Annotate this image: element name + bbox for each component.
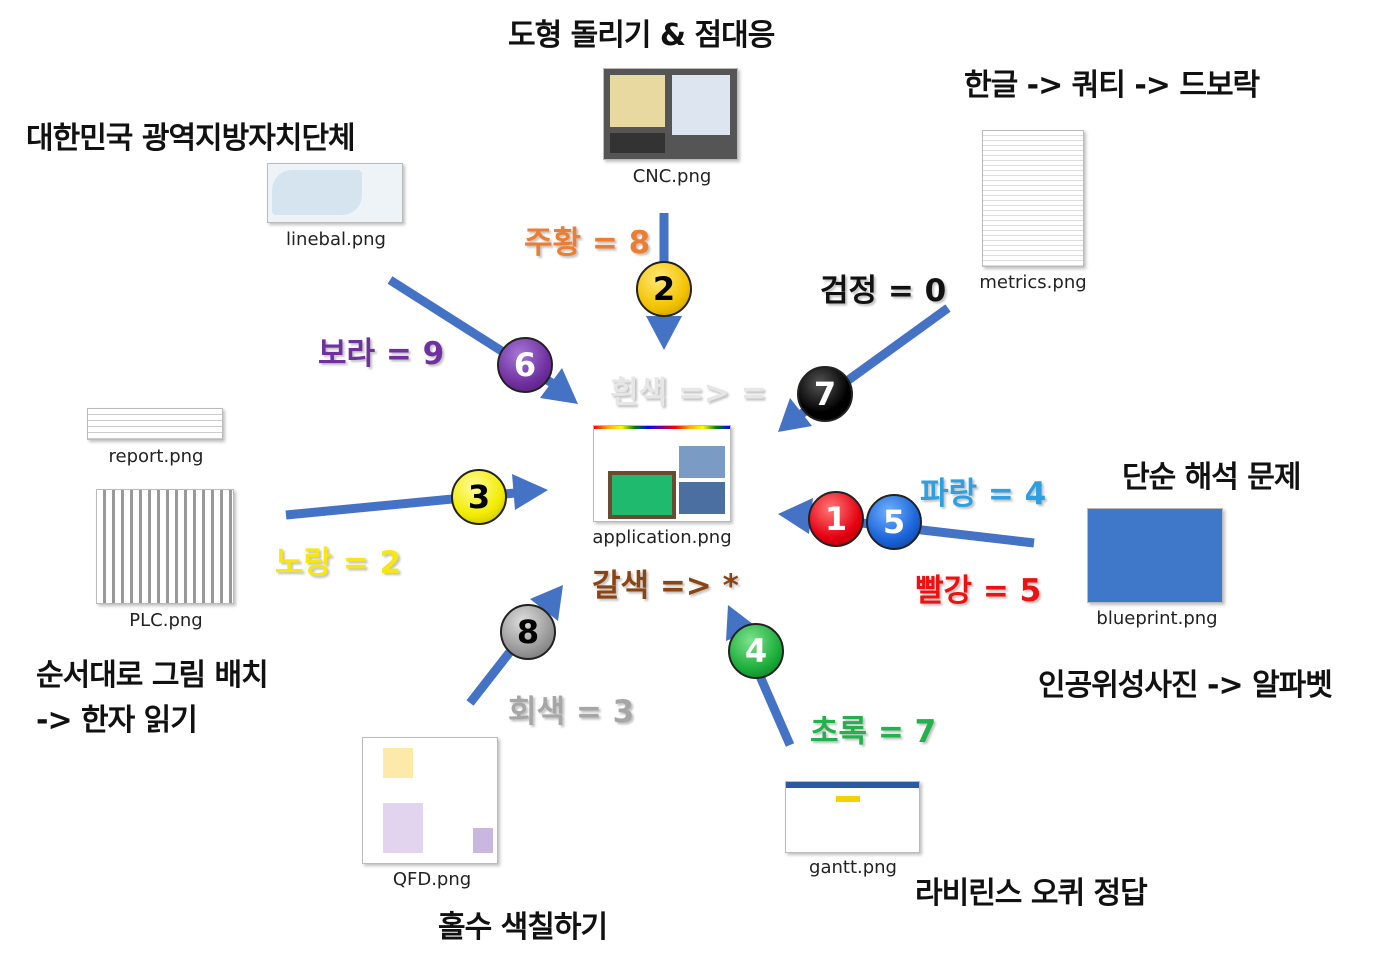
label-brown: 갈색 => * [592,568,739,604]
file-blueprint[interactable]: blueprint.png [1096,608,1218,629]
file-cnc[interactable]: CNC.png [632,166,712,187]
file-application[interactable]: application.png [592,527,732,548]
thumb-cnc[interactable] [603,68,738,160]
label-purple: 보라 = 9 [318,336,445,372]
file-gantt[interactable]: gantt.png [809,857,897,878]
label-red: 빨강 = 5 [915,573,1042,609]
file-plc[interactable]: PLC.png [129,610,203,631]
thumb-linebal[interactable] [267,163,403,223]
label-gray: 회색 = 3 [508,694,635,730]
file-report[interactable]: report.png [108,446,204,467]
ball-6: 6 [497,337,553,393]
title-blueprint: 단순 해석 문제 [1122,460,1301,495]
label-green: 초록 = 7 [810,714,937,750]
thumb-metrics[interactable] [982,130,1084,267]
label-orange: 주황 = 8 [524,225,651,261]
thumb-blueprint[interactable] [1087,508,1223,603]
ball-3: 3 [451,469,507,525]
title-metrics: 한글 -> 쿼티 -> 드보락 [964,68,1260,103]
title-blueprint-2: 인공위성사진 -> 알파벳 [1038,668,1333,703]
label-yellow: 노랑 = 2 [275,545,402,581]
title-plc-1: 순서대로 그림 배치 [36,658,269,693]
thumb-qfd[interactable] [362,737,498,864]
thumb-report[interactable] [87,408,223,440]
title-qfd: 홀수 색칠하기 [438,910,608,945]
label-blue: 파랑 = 4 [920,476,1047,512]
file-metrics[interactable]: metrics.png [979,272,1087,293]
thumb-plc[interactable] [96,489,234,604]
file-qfd[interactable]: QFD.png [392,869,472,890]
label-black: 검정 = 0 [820,273,947,309]
label-white: 흰색 => = [610,375,767,411]
title-gantt: 라비린스 오퀴 정답 [915,876,1148,911]
ball-2: 2 [636,261,692,317]
thumb-application[interactable] [593,425,731,522]
title-cnc: 도형 돌리기 & 점대응 [508,18,775,53]
thumb-gantt[interactable] [785,781,920,853]
title-plc-2: -> 한자 읽기 [36,703,198,738]
ball-4: 4 [728,623,784,679]
ball-1: 1 [808,491,864,547]
ball-5: 5 [866,494,922,550]
file-linebal[interactable]: linebal.png [286,229,386,250]
title-linebal: 대한민국 광역지방자치단체 [26,121,356,156]
ball-7: 7 [797,366,853,422]
ball-8: 8 [500,604,556,660]
